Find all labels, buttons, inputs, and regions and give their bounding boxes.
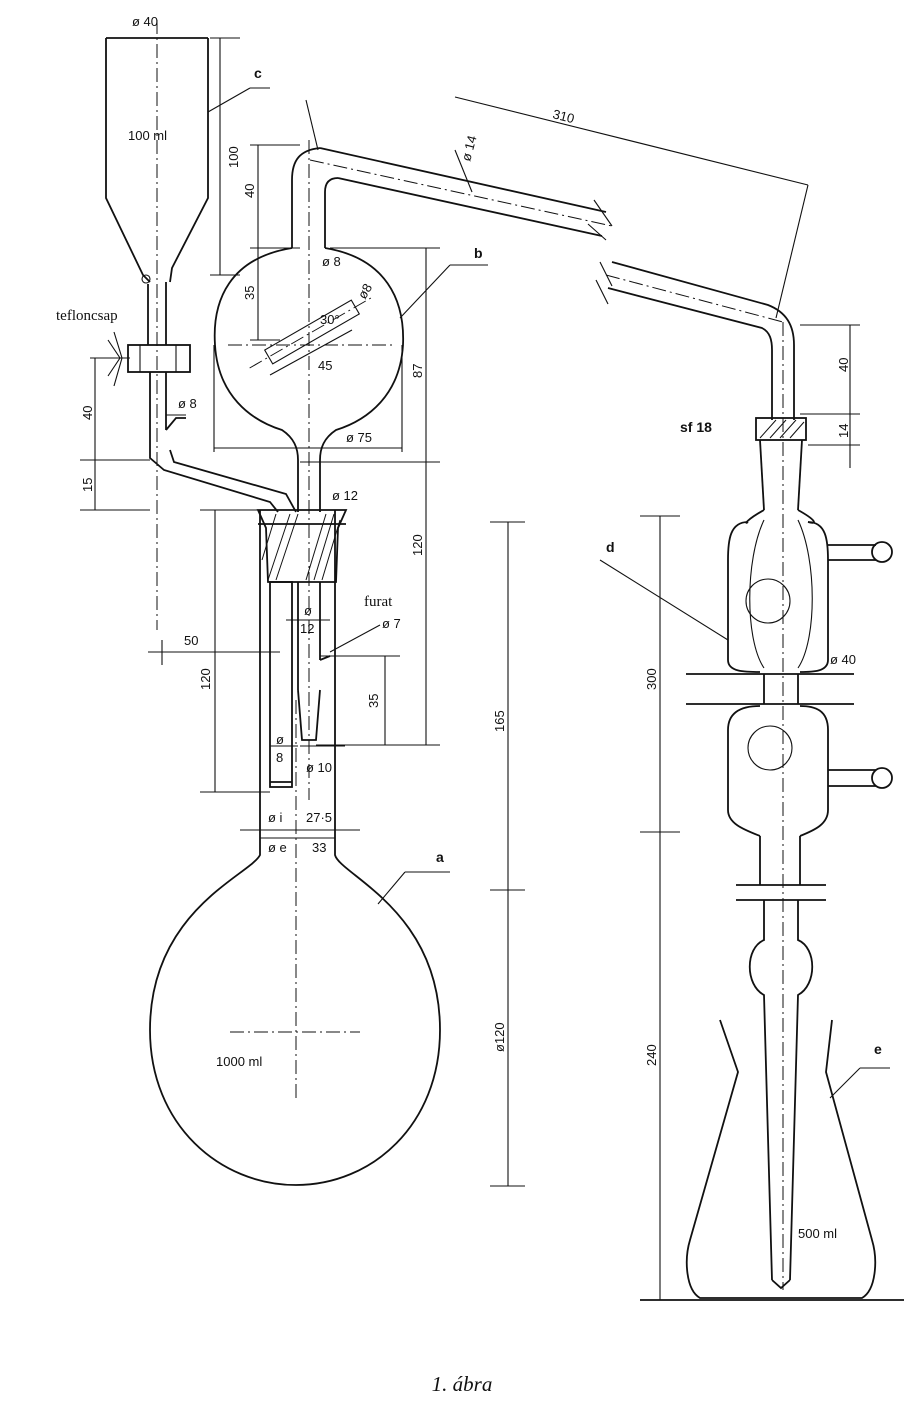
dim-d120: ø120 <box>492 1022 507 1052</box>
dim-40-left: 40 <box>242 184 257 198</box>
dim-15: 15 <box>80 478 95 492</box>
dim-de-value: 33 <box>312 840 326 855</box>
erlenmeyer-flask <box>640 1019 904 1301</box>
dimension-lines <box>80 37 890 1300</box>
erlenmeyer-volume: 500 ml <box>798 1226 837 1241</box>
sf18-label: sf 18 <box>680 419 712 435</box>
dim-di-label: ø i <box>268 810 283 825</box>
dim-165: 165 <box>492 710 507 732</box>
dim-d14: ø 14 <box>458 134 479 163</box>
teflon-label: tefloncsap <box>56 308 118 324</box>
dropping-funnel <box>104 20 297 630</box>
dim-d12: ø 12 <box>332 488 358 503</box>
dim-d8-tap: ø 8 <box>178 396 197 411</box>
dim-d12-tube-a: ø <box>304 603 312 618</box>
dim-di-value: 27·5 <box>306 810 332 825</box>
dim-de-label: ø e <box>268 840 287 855</box>
dim-120-left: 120 <box>198 668 213 690</box>
part-a-label: a <box>436 849 444 865</box>
vapour-tube <box>309 147 795 1290</box>
dim-300: 300 <box>644 668 659 690</box>
dim-14: 14 <box>836 424 851 438</box>
dim-310: 310 <box>551 106 576 126</box>
dim-d8-tube-b: 8 <box>276 750 283 765</box>
part-c-label: c <box>254 65 262 81</box>
dim-240: 240 <box>644 1044 659 1066</box>
dim-angle30: 30° <box>320 312 340 327</box>
dim-40-tap: 40 <box>80 406 95 420</box>
labels: ø 40 100 ml c 100 40 35 ø 8 ø8 30° 45 87… <box>56 14 882 1241</box>
part-e-label: e <box>874 1041 882 1057</box>
dim-45: 45 <box>318 358 332 373</box>
funnel-volume: 100 ml <box>128 128 167 143</box>
dim-87: 87 <box>410 364 425 378</box>
dim-50: 50 <box>184 633 198 648</box>
round-bottom-flask <box>149 510 441 1186</box>
dim-35: 35 <box>242 286 257 300</box>
dim-d12-tube-b: 12 <box>300 621 314 636</box>
caption-d40-top: ø 40 <box>132 14 158 29</box>
inner-tubes <box>269 581 331 788</box>
condenser <box>686 417 893 1290</box>
dim-35-tube: 35 <box>366 694 381 708</box>
dim-100: 100 <box>226 146 241 168</box>
dim-d8-tilt: ø8 <box>355 281 376 302</box>
figure-caption: 1. ábra <box>431 1372 493 1396</box>
dim-d8-bulb: ø 8 <box>322 254 341 269</box>
dim-d7: ø 7 <box>382 616 401 631</box>
dim-40-right: 40 <box>836 358 851 372</box>
splash-head-bulb <box>213 140 404 800</box>
furat-label: furat <box>364 594 393 610</box>
dim-d75: ø 75 <box>346 430 372 445</box>
part-d-label: d <box>606 539 615 555</box>
dim-d10: ø 10 <box>306 760 332 775</box>
dim-d40-condenser: ø 40 <box>830 652 856 667</box>
flask-volume: 1000 ml <box>216 1054 262 1069</box>
dim-d8-tube-a: ø <box>276 732 284 747</box>
part-b-label: b <box>474 245 483 261</box>
rubber-stopper <box>256 509 348 583</box>
dim-120-right: 120 <box>410 534 425 556</box>
